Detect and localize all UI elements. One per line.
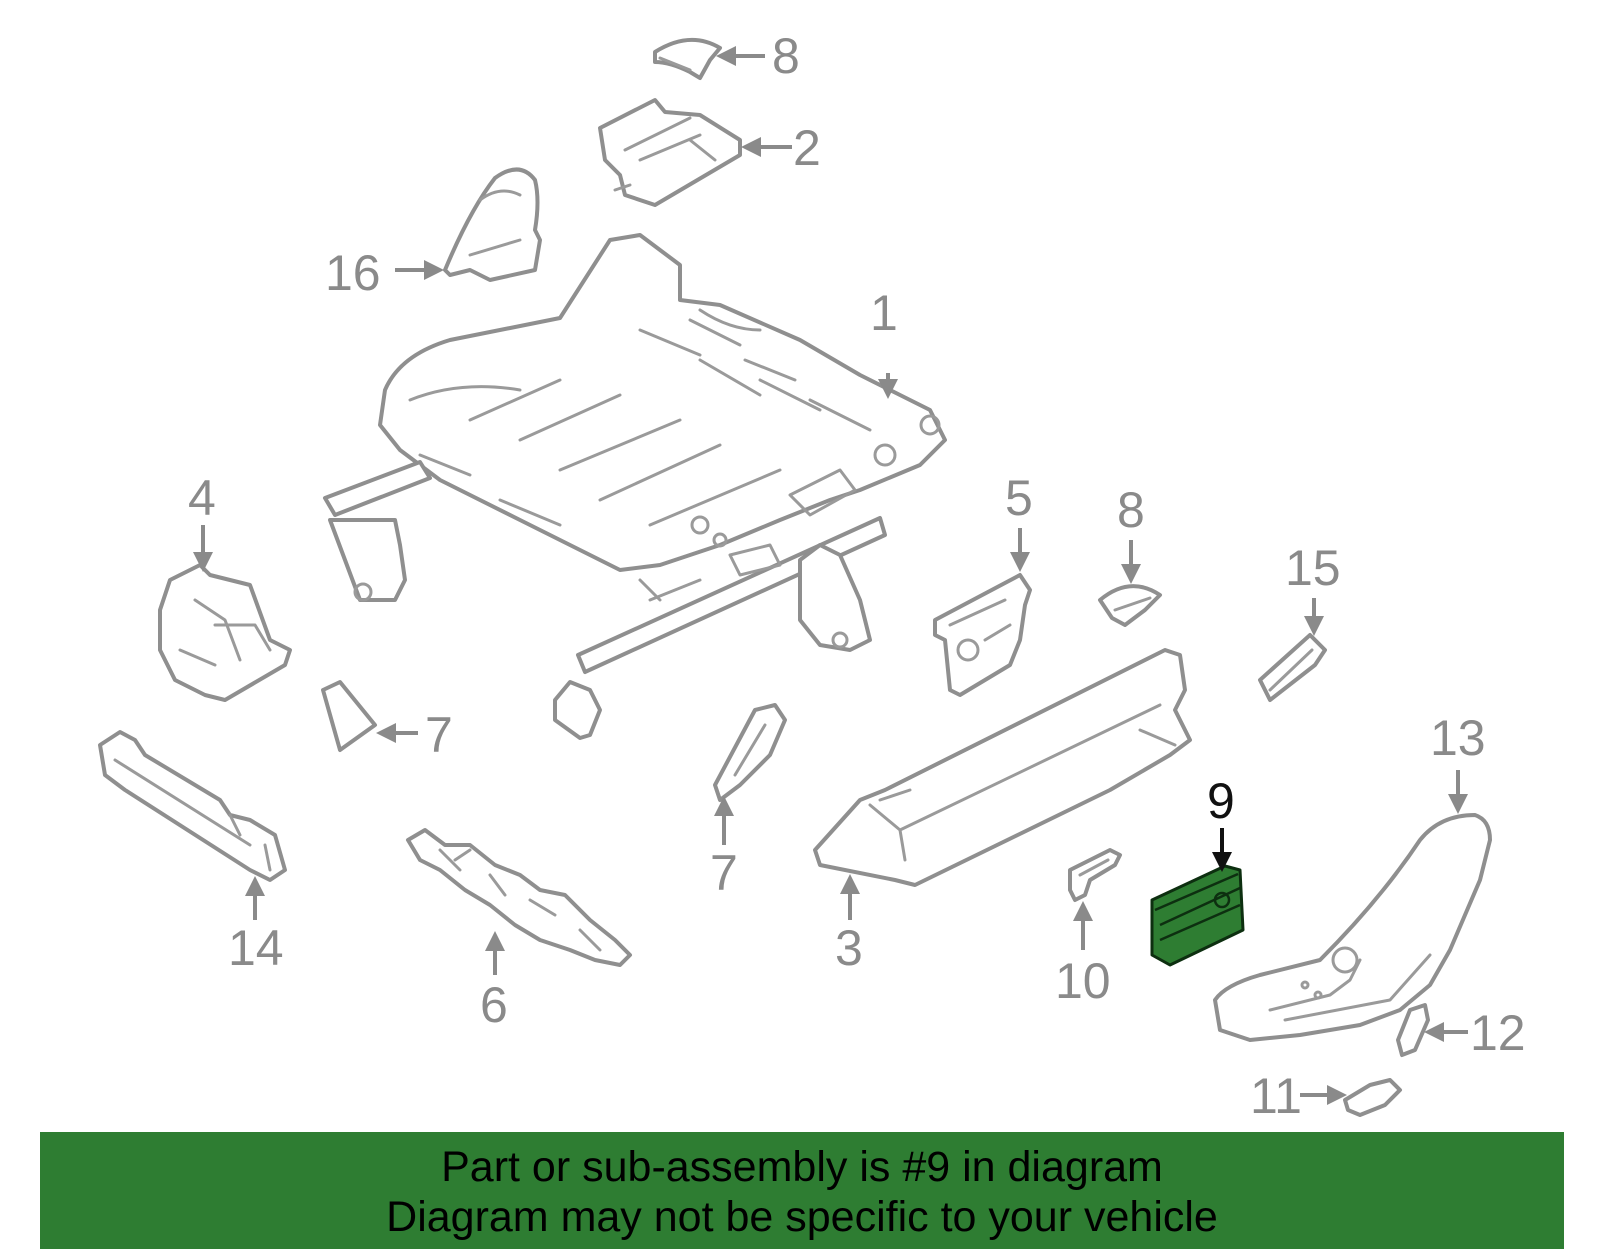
part-10-clip[interactable] <box>1068 848 1122 902</box>
callout-15[interactable]: 15 <box>1285 540 1341 596</box>
callout-12[interactable]: 12 <box>1470 1005 1526 1061</box>
part-13-side-cover[interactable] <box>1213 813 1492 1042</box>
callout-10[interactable]: 10 <box>1055 953 1111 1009</box>
banner-line-disclaimer: Diagram may not be specific to your vehi… <box>386 1193 1218 1241</box>
callout-7-center[interactable]: 7 <box>710 845 738 901</box>
part-12-knob[interactable] <box>1396 1003 1430 1057</box>
part-9-seat-switch[interactable] <box>1150 864 1245 967</box>
part-3-outer-shield[interactable] <box>813 648 1192 887</box>
callout-3[interactable]: 3 <box>835 920 863 976</box>
part-8-top-cap[interactable] <box>653 37 722 80</box>
callout-14[interactable]: 14 <box>228 920 284 976</box>
part-1-seat-frame[interactable] <box>323 233 947 740</box>
callout-13[interactable]: 13 <box>1430 710 1486 766</box>
leader-lines <box>193 46 1468 1105</box>
part-8-middle-cap[interactable] <box>1098 584 1162 627</box>
part-info-banner: Part or sub-assembly is #9 in diagram Di… <box>40 1132 1564 1249</box>
part-14-rail-cover[interactable] <box>98 730 287 882</box>
callout-4[interactable]: 4 <box>188 470 216 526</box>
callout-2[interactable]: 2 <box>793 120 821 176</box>
part-16-shield[interactable] <box>443 167 542 282</box>
part-7-trim-left[interactable] <box>321 680 377 752</box>
part-6-wiring-harness[interactable] <box>406 828 632 967</box>
callout-8-mid[interactable]: 8 <box>1117 482 1145 538</box>
part-5-bracket[interactable] <box>933 573 1032 697</box>
part-4-bracket[interactable] <box>158 563 292 702</box>
callout-5[interactable]: 5 <box>1005 470 1033 526</box>
callout-labels: 8 2 16 1 4 5 8 15 7 13 9 7 3 10 14 6 12 … <box>188 28 1526 1124</box>
part-15-bracket[interactable] <box>1258 633 1327 702</box>
callout-7-left[interactable]: 7 <box>425 707 453 763</box>
part-11-knob[interactable] <box>1343 1078 1402 1117</box>
callout-9[interactable]: 9 <box>1207 773 1235 829</box>
callout-11[interactable]: 11 <box>1250 1068 1302 1124</box>
callout-6[interactable]: 6 <box>480 977 508 1033</box>
part-7-trim-center[interactable] <box>713 703 787 802</box>
banner-line-part-number: Part or sub-assembly is #9 in diagram <box>441 1143 1163 1191</box>
callout-1[interactable]: 1 <box>870 285 898 341</box>
part-2-bracket[interactable] <box>598 98 742 207</box>
callout-16[interactable]: 16 <box>325 245 381 301</box>
callout-8-top[interactable]: 8 <box>772 28 800 84</box>
